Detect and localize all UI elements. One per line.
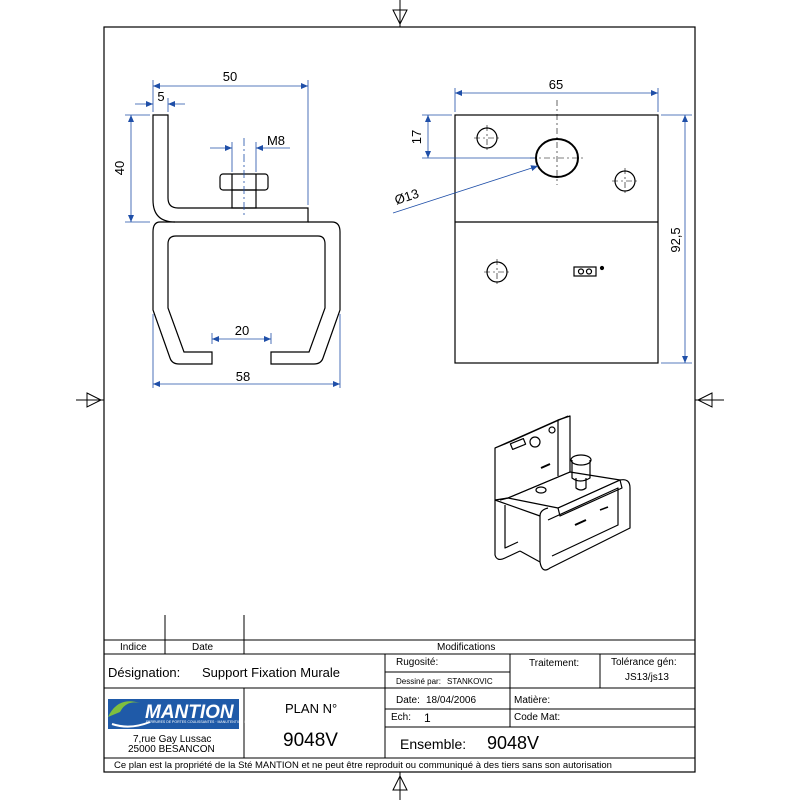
dim-hole-diameter: Ø13 — [393, 186, 421, 208]
logo-text: MANTION — [145, 702, 234, 723]
dim-front-offset: 17 — [409, 130, 424, 144]
dessine-label: Dessiné par: — [396, 677, 441, 686]
date-header-label: Date — [192, 642, 214, 653]
ownership-footer: Ce plan est la propriété de la Sté MANTI… — [114, 760, 612, 771]
rugosite-label: Rugosité: — [396, 657, 439, 668]
dim-top-width: 50 — [223, 69, 237, 84]
front-view — [454, 114, 659, 364]
logo-subtext: FERRURES DE PORTES COULISSANTES · MANUTE… — [146, 720, 271, 724]
front-view-centerlines — [474, 100, 638, 285]
isometric-view — [494, 415, 631, 571]
dim-front-width: 65 — [549, 77, 563, 92]
designation-label: Désignation: — [108, 665, 181, 680]
side-view-dimensions — [125, 80, 341, 388]
address-line1: 7,rue Gay Lussac — [133, 734, 212, 745]
front-view-dimensions — [392, 88, 692, 364]
dim-flange: 5 — [157, 89, 164, 104]
date-field-label: Date: — [396, 695, 420, 706]
modifications-label: Modifications — [437, 642, 496, 653]
plan-label: PLAN N° — [285, 701, 338, 716]
dim-bottom-width: 58 — [236, 369, 250, 384]
echelle-value: 1 — [424, 711, 431, 725]
tolerance-value: JS13/js13 — [625, 672, 669, 683]
side-view-labels: 50 5 M8 40 20 58 — [112, 69, 285, 384]
echelle-label: Ech: — [391, 712, 412, 723]
mantion-logo — [108, 699, 239, 729]
ensemble-value: 9048V — [487, 733, 540, 753]
matiere-label: Matière: — [514, 695, 551, 706]
traitement-label: Traitement: — [529, 658, 580, 669]
tolerance-label: Tolérance gén: — [611, 657, 677, 668]
centering-mark-right — [695, 392, 724, 408]
title-block-grid — [104, 615, 695, 759]
plan-value: 9048V — [283, 730, 338, 751]
date-field-value: 18/04/2006 — [426, 695, 477, 706]
dim-front-height: 92,5 — [668, 227, 683, 252]
centering-mark-bottom — [392, 772, 408, 800]
front-view-labels: 65 17 Ø13 92,5 — [393, 77, 683, 253]
dessine-value: STANKOVIC — [447, 677, 493, 686]
dim-slot: 20 — [235, 323, 249, 338]
dim-bolt: M8 — [267, 133, 285, 148]
indice-label: Indice — [120, 642, 147, 653]
code-mat-label: Code Mat: — [514, 712, 561, 723]
centering-mark-top — [392, 0, 408, 27]
dim-height: 40 — [112, 161, 127, 175]
address-line2: 25000 BESANCON — [128, 744, 215, 755]
ensemble-label: Ensemble: — [400, 736, 467, 752]
centering-mark-left — [76, 392, 104, 408]
designation-value: Support Fixation Murale — [202, 665, 341, 680]
